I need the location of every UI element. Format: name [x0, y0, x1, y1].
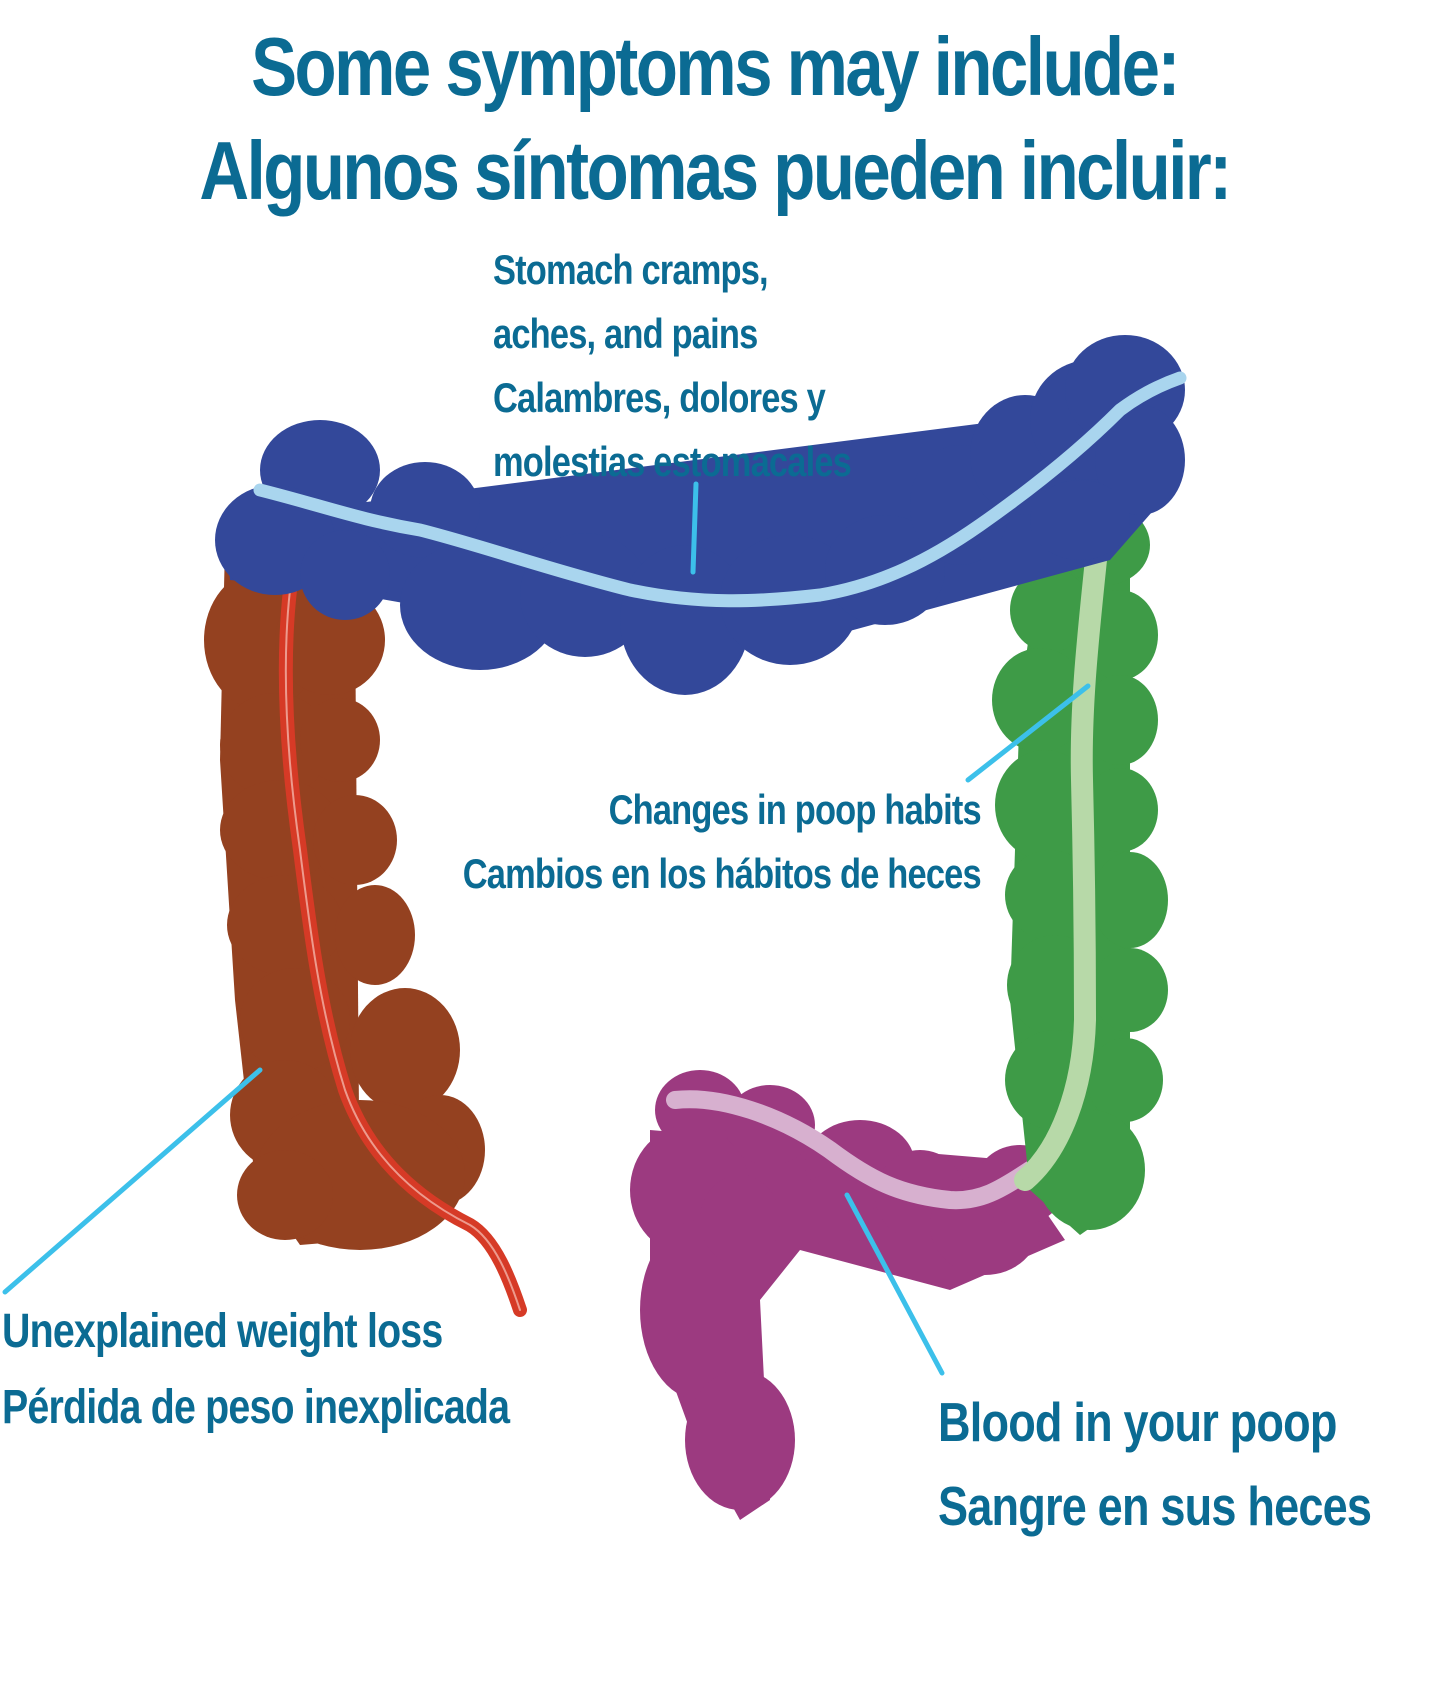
weight-loss-symptom-label: Unexplained weight loss Pérdida de peso … [2, 1294, 510, 1446]
stomach-line-2: aches, and pains [493, 310, 758, 357]
ascending-colon [204, 540, 485, 1250]
title-english: Some symptoms may include: [251, 20, 1180, 113]
stomach-line-3: Calambres, dolores y [493, 374, 826, 421]
descending-lumen [1014, 529, 1109, 1191]
poop-habits-line-2: Cambios en los hábitos de heces [462, 850, 982, 897]
stomach-symptom-label: Stomach cramps, aches, and pains Calambr… [493, 238, 852, 494]
poop-habits-symptom-label: Changes in poop habits Cambios en los há… [462, 778, 982, 906]
stomach-line-4: molestias estomacales [493, 438, 852, 485]
poop-habits-pointer [965, 683, 1091, 783]
weight-loss-line-2: Pérdida de peso inexplicada [2, 1381, 510, 1434]
stomach-pointer [690, 481, 699, 575]
blood-symptom-label: Blood in your poop Sangre en sus heces [938, 1380, 1372, 1548]
blood-pointer [844, 1192, 945, 1376]
weight-loss-pointer [2, 1067, 263, 1295]
weight-loss-line-1: Unexplained weight loss [2, 1305, 443, 1358]
stomach-line-1: Stomach cramps, [493, 246, 769, 293]
sigmoid-lumen [666, 1090, 1039, 1210]
pointer-lines [2, 481, 1091, 1376]
blood-line-1: Blood in your poop [938, 1391, 1337, 1453]
blood-line-2: Sangre en sus heces [938, 1475, 1372, 1537]
title-spanish: Algunos síntomas pueden incluir: [199, 124, 1232, 217]
transverse-lumen [253, 371, 1187, 608]
poop-habits-line-1: Changes in poop habits [608, 786, 982, 833]
